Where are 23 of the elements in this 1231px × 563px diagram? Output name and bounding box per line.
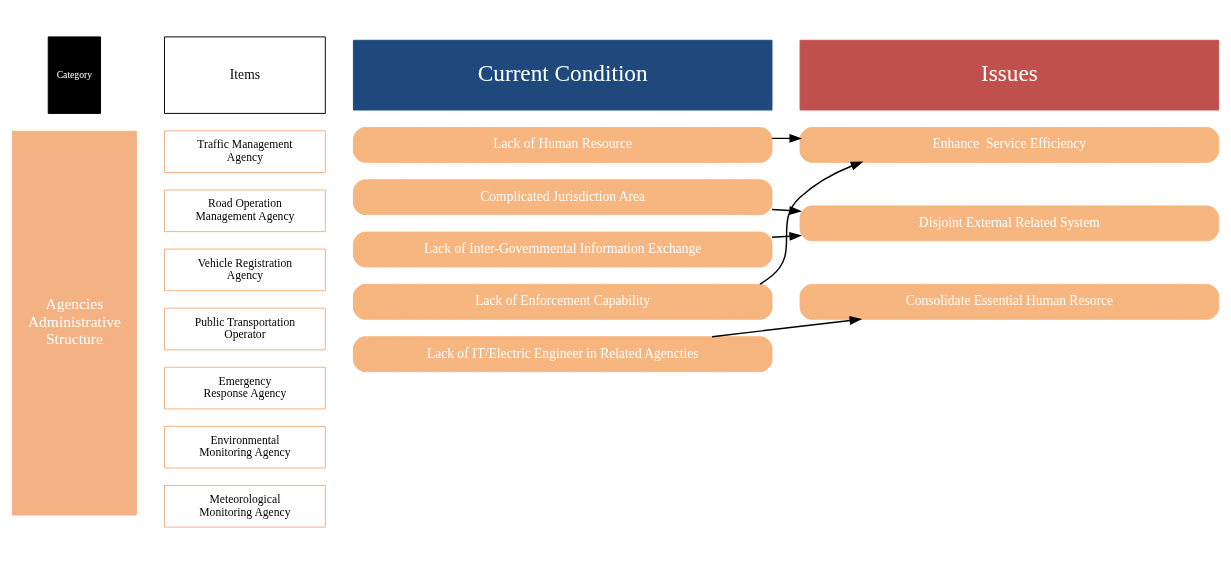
arrow [759, 161, 864, 285]
node-box: Lack of Human Resource [352, 126, 773, 163]
node-box: Vehicle Registration Agency [164, 248, 326, 291]
node-box: Road Operation Management Agency [164, 188, 326, 232]
node-box: Lack of IT/Electric Engineer in Related Agencties [352, 335, 773, 372]
node-box: Complicated Jurisdiction Area [352, 178, 773, 215]
node-box: Meteorological Monitoring Agency [164, 484, 326, 528]
node-box: Current Condition [352, 39, 773, 110]
node-box: Lack of Inter-Governmental Information Exchange [352, 231, 773, 267]
node-box: Category [47, 35, 102, 114]
arrow [771, 231, 803, 241]
node-box: Agencies Administrative Structure [11, 130, 137, 515]
node-box: Issues [799, 39, 1220, 110]
node-box: Emergency Response Agency [164, 366, 326, 409]
node-box: Consolidate Essential Human Resorce [799, 283, 1220, 320]
node-box: Disjoint External Related System [799, 204, 1220, 241]
node-box: Environmental Monitoring Agency [164, 425, 326, 468]
node-box: Enhance Service Efficiency [799, 126, 1220, 163]
arrow [711, 315, 863, 337]
node-box: Public Transportation Operator [164, 307, 326, 350]
node-box: Traffic Management Agency [164, 129, 326, 173]
node-box: Lack of Enforcement Capability [352, 283, 773, 320]
node-box: Items [164, 35, 326, 114]
